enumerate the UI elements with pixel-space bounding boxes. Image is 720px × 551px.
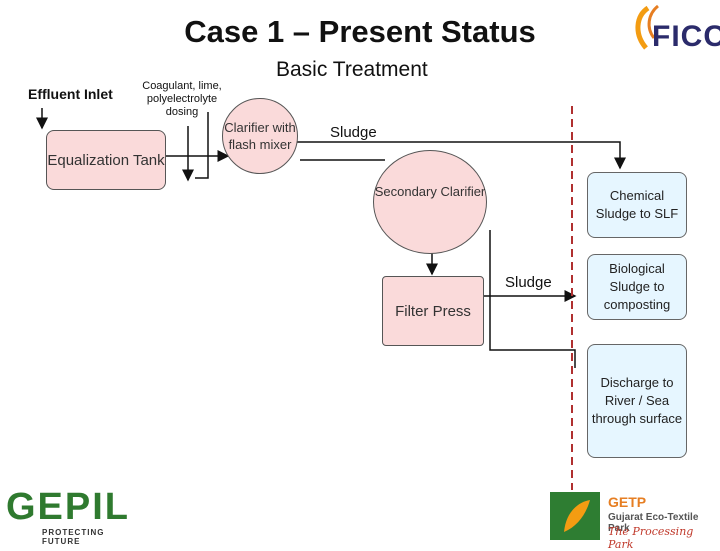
chemical-sludge-label: Chemical Sludge to SLF: [595, 188, 679, 221]
biological-sludge-label: Biological Sludge to composting: [603, 261, 671, 312]
getp-leaf-shape-icon: [564, 500, 590, 532]
getp-name: Gujarat Eco-Textile Park: [608, 512, 699, 534]
clarifier-label: Clarifier with flash mixer: [224, 120, 296, 152]
chemical-sludge-node: Chemical Sludge to SLF: [587, 172, 687, 238]
gepil-tagline: PROTECTING FUTURE: [42, 528, 105, 546]
ficci-logo: FICCI: [630, 2, 720, 62]
getp-wordmark: GETP: [608, 494, 647, 510]
ficci-swoosh-icon: [635, 4, 660, 50]
getp-tagline: The Processing Park: [608, 525, 694, 551]
filter-press-node: Filter Press: [382, 276, 484, 346]
basic-treatment-label: Basic Treatment: [276, 58, 428, 81]
sludge-mid-label: Sludge: [505, 274, 552, 291]
clarifier-out: [296, 141, 626, 170]
equalization-tank-label: Equalization Tank: [47, 151, 165, 169]
clarifier-node: Clarifier with flash mixer: [222, 98, 298, 174]
sludge-top-label: Sludge: [330, 124, 377, 141]
discharge-node: Discharge to River / Sea through surface: [587, 344, 687, 458]
secondary-clarifier-label: Secondary Clarifier: [374, 184, 486, 199]
biological-sludge-node: Biological Sludge to composting: [587, 254, 687, 320]
ficci-wordmark: FICCI: [652, 20, 720, 53]
coagulant-label: Coagulant, lime, polyelectrolyte dosing: [142, 80, 222, 118]
effluent-inlet-label: Effluent Inlet: [28, 86, 113, 102]
gepil-logo: GEPIL PROTECTING FUTURE: [6, 486, 136, 546]
equalization-tank: Equalization Tank: [46, 130, 166, 190]
page-title: Case 1 – Present Status: [184, 14, 536, 49]
dosing-line: [195, 112, 209, 179]
gepil-wordmark: GEPIL: [6, 486, 131, 528]
secondary-clarifier-node: Secondary Clarifier: [373, 150, 487, 254]
getp-leaf-icon: [550, 492, 600, 540]
to-discharge: [489, 230, 576, 368]
getp-logo: GETP Gujarat Eco-Textile Park The Proces…: [550, 492, 720, 551]
discharge-label: Discharge to River / Sea through surface: [591, 375, 683, 426]
filter-press-label: Filter Press: [395, 302, 471, 320]
